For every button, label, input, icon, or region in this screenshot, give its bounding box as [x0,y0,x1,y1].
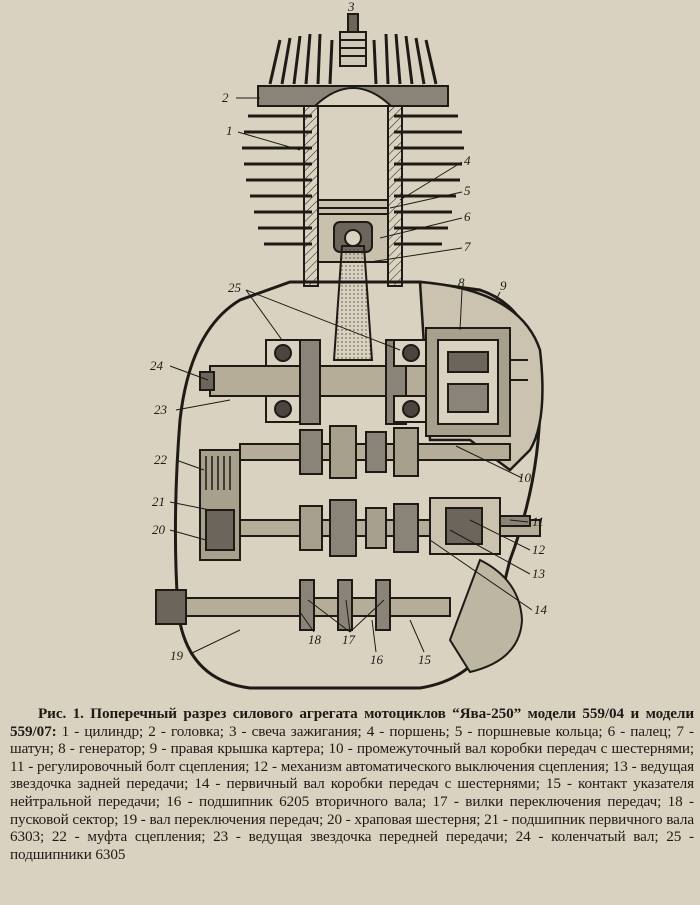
piston [317,199,389,263]
callout-1: 1 [226,123,233,138]
main-bearings-6305 [265,339,429,423]
cylinder [303,105,403,287]
callout-2: 2 [222,90,229,105]
callout-17: 17 [342,632,356,647]
callout-9: 9 [500,278,507,293]
leader-lines [169,97,533,655]
callout-6: 6 [464,209,471,224]
figure-legend: 1 - цилиндр; 2 - головка; 3 - свеча зажи… [10,722,694,863]
callout-25: 25 [228,280,242,295]
figure-caption: Рис. 1. Поперечный разрез силового агрег… [10,705,694,863]
callout-18: 18 [308,632,322,647]
callout-23: 23 [154,402,168,417]
callout-5: 5 [464,183,471,198]
clutch-release-mechanism [429,497,531,555]
combustion-chamber [312,87,394,107]
clutch-assembly [199,449,241,561]
callout-labels: 1 2 3 4 5 6 7 8 9 10 11 12 13 14 15 16 1… [150,0,548,667]
lower-cover [448,558,524,674]
connecting-rod [332,245,374,361]
callout-11: 11 [532,514,544,529]
cylinder-fins [242,114,464,246]
callout-3: 3 [347,0,355,14]
cylinder-head-fins [268,33,438,85]
shift-shaft [155,579,451,631]
callout-24: 24 [150,358,164,373]
callout-20: 20 [152,522,166,537]
callout-22: 22 [154,452,168,467]
callout-13: 13 [532,566,546,581]
callout-7: 7 [464,239,471,254]
callout-4: 4 [464,153,471,168]
engine-cross-section-diagram: 1 2 3 4 5 6 7 8 9 10 11 12 13 14 15 16 1… [150,0,548,690]
figure-title: Рис. 1. Поперечный разрез силового агрег… [10,705,694,740]
callout-8: 8 [458,275,465,290]
callout-21: 21 [152,494,165,509]
callout-16: 16 [370,652,384,667]
caption-text: Рис. 1. Поперечный разрез силового агрег… [10,705,694,863]
callout-10: 10 [518,470,532,485]
callout-15: 15 [418,652,432,667]
callout-19: 19 [170,648,184,663]
generator [425,327,528,437]
callout-12: 12 [532,542,546,557]
spark-plug [339,13,367,67]
callout-14: 14 [534,602,548,617]
diagram-canvas: 1 2 3 4 5 6 7 8 9 10 11 12 13 14 15 16 1… [150,0,548,690]
